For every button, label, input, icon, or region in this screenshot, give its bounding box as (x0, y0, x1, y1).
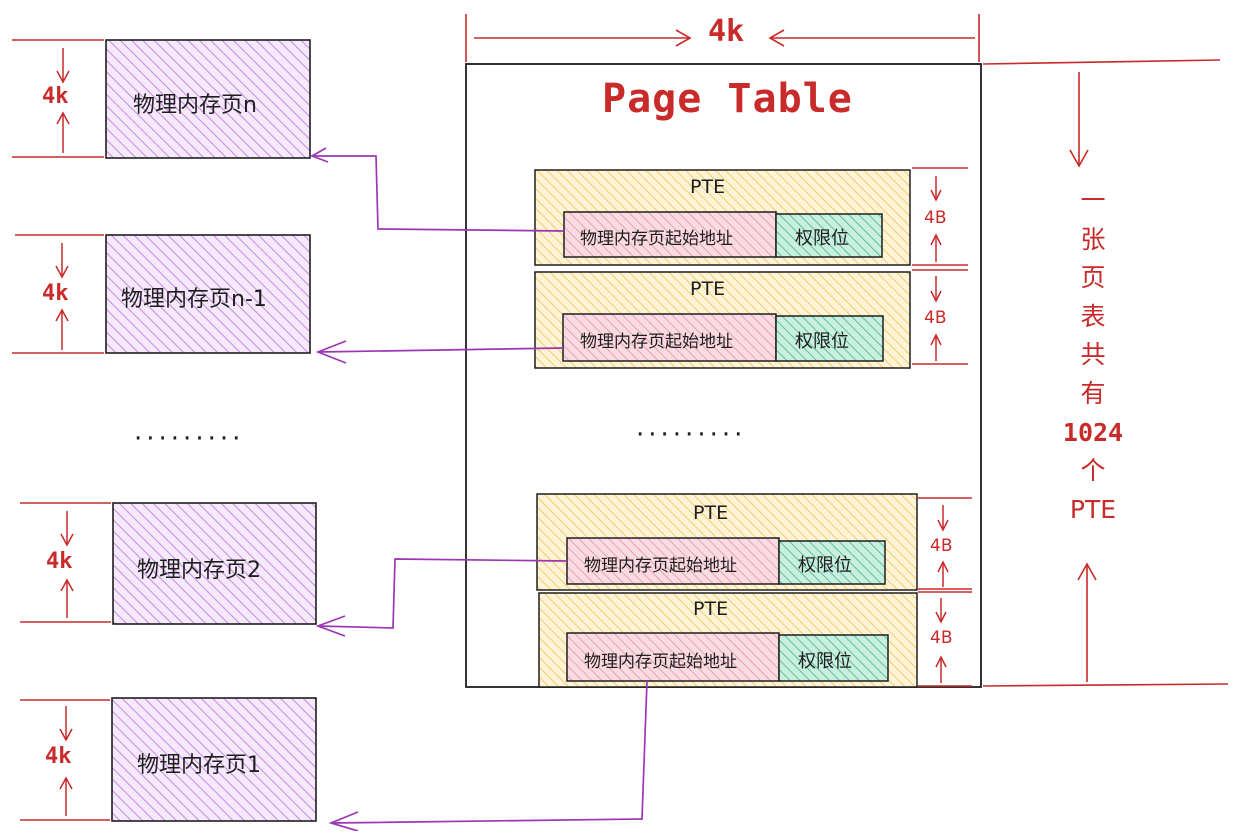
pte-permission-label: 权限位 (798, 555, 852, 576)
pte-title: PTE (693, 502, 729, 524)
pte-count-value: 1024 (1062, 417, 1124, 447)
physical-page-size-label: 4k (42, 281, 69, 306)
label-char: 表 (1080, 301, 1106, 331)
label-char: 有 (1080, 378, 1106, 408)
pte-address-label: 物理内存页起始地址 (580, 229, 733, 249)
physical-page-size-dimension (12, 234, 104, 354)
physical-page-size-label: 4k (45, 744, 72, 769)
pte-count-label: 一 张 页 表 共 有 1024 个 PTE (1060, 182, 1126, 529)
physical-page-size-label: 4k (42, 84, 69, 109)
label-char: 一 (1080, 186, 1106, 215)
physical-page-size-dimension (20, 699, 110, 821)
pte-ellipsis: ········· (636, 420, 747, 450)
page-table-height-dimension (982, 59, 1229, 687)
pointer-arrow (315, 340, 564, 364)
pointer-arrow (315, 558, 568, 637)
physical-page-box (105, 234, 311, 354)
pte-entry (534, 271, 911, 369)
pte-size-dimension (912, 167, 968, 266)
label-char: 页 (1080, 263, 1106, 293)
physical-page-ellipsis: ········· (134, 424, 245, 454)
pte-size-dimension (918, 591, 972, 687)
label-char: PTE (1069, 494, 1117, 524)
physical-page-label: 物理内存页n-1 (121, 287, 267, 312)
pte-permission-field (775, 315, 884, 362)
pte-permission-label: 权限位 (795, 228, 849, 249)
pte-entry (536, 493, 918, 591)
page-table-width-label: 4k (708, 14, 745, 49)
pte-size-label: 4B (930, 536, 953, 556)
pte-address-field (563, 211, 777, 258)
physical-page-size-dimension (12, 39, 104, 158)
label-char: 张 (1080, 224, 1106, 254)
physical-page-box (111, 697, 317, 822)
pte-size-label: 4B (930, 628, 953, 648)
pte-address-label: 物理内存页起始地址 (584, 556, 737, 576)
physical-page-box (112, 502, 317, 625)
pte-address-label: 物理内存页起始地址 (580, 332, 733, 352)
physical-page-label: 物理内存页2 (137, 558, 261, 583)
page-table-title: Page Table (602, 76, 853, 122)
physical-page-label: 物理内存页n (133, 93, 257, 118)
physical-page-size-label: 4k (46, 549, 73, 574)
pte-entry (538, 592, 918, 688)
label-char: 共 (1080, 340, 1106, 370)
label-char: 个 (1080, 456, 1106, 486)
physical-page-label: 物理内存页1 (137, 753, 261, 778)
pte-size-label: 4B (924, 208, 947, 228)
physical-page-size-dimension (20, 502, 111, 623)
page-table-width-dimension (465, 14, 980, 62)
pte-entry (534, 169, 911, 266)
pte-title: PTE (690, 176, 726, 198)
pte-permission-field (778, 540, 886, 585)
pte-address-field (562, 313, 777, 362)
pte-size-dimension (918, 497, 972, 590)
pte-size-dimension (912, 269, 968, 365)
pointer-arrow (328, 680, 648, 832)
physical-page-box (105, 39, 311, 159)
pte-permission-label: 权限位 (798, 651, 852, 672)
pte-permission-field (778, 634, 889, 682)
pointer-arrow (310, 147, 565, 232)
pte-permission-field (775, 213, 883, 258)
pte-size-label: 4B (924, 308, 947, 328)
pte-address-label: 物理内存页起始地址 (584, 652, 737, 672)
pte-title: PTE (693, 598, 729, 620)
pte-title: PTE (690, 278, 726, 300)
pte-permission-label: 权限位 (795, 331, 849, 352)
